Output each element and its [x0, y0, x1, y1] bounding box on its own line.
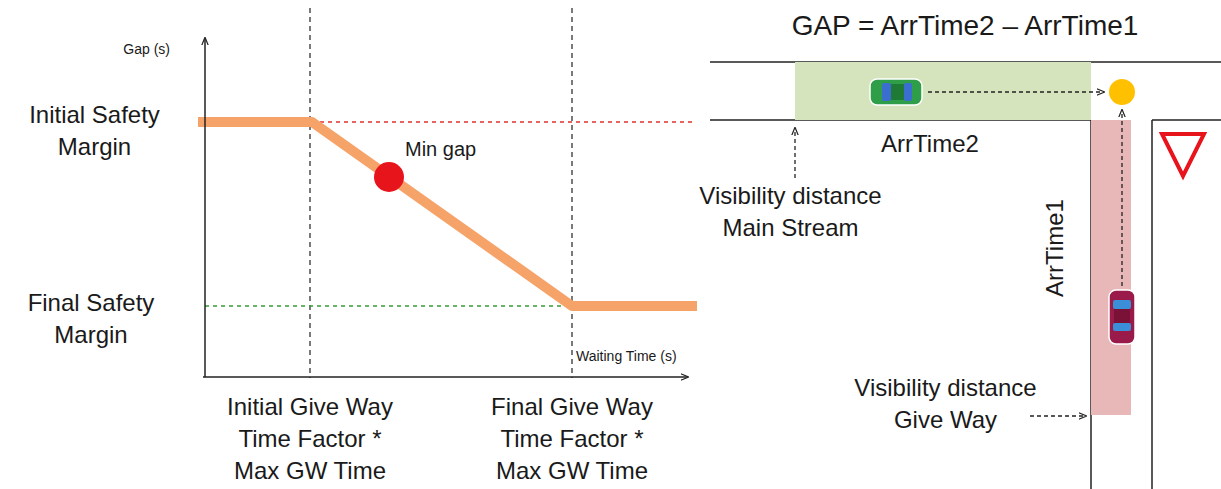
y-axis	[204, 38, 206, 377]
main-car	[870, 79, 922, 105]
visibility-label: Visibility distance Main Stream	[683, 180, 898, 244]
x-axis	[203, 376, 688, 378]
leader-arrow	[1030, 415, 1086, 416]
formula-title: GAP = ArrTime2 – ArrTime1	[745, 10, 1185, 42]
give-way-car	[1109, 290, 1135, 344]
road-band: ArrTime1	[1091, 120, 1131, 415]
road-band: ArrTime2	[795, 62, 1091, 120]
guide-line	[309, 8, 310, 378]
tick-label: Initial Give Way Time Factor * Max GW Ti…	[217, 391, 403, 487]
road-edge	[1152, 119, 1221, 121]
initial-margin-line	[312, 121, 692, 122]
conflict-point	[1109, 79, 1135, 105]
path-arrow	[928, 91, 1104, 92]
visibility-label: Visibility distance Give Way	[838, 372, 1053, 436]
axis-title: Gap (s)	[40, 40, 170, 58]
min-gap-dot	[374, 162, 404, 192]
road-edge	[1151, 120, 1153, 489]
path-arrow	[1121, 110, 1122, 286]
give-way-sign	[1162, 134, 1204, 176]
arrival-time-label: ArrTime2	[881, 130, 979, 159]
tick-label: Final Give Way Time Factor * Max GW Time	[479, 391, 665, 487]
arrival-time-label: ArrTime1	[1041, 199, 1070, 297]
gap-curve	[198, 122, 697, 306]
final-margin-line	[205, 305, 572, 306]
point-label: Min gap	[405, 136, 515, 162]
axis-title: Waiting Time (s)	[576, 347, 696, 365]
margin-label: Final Safety Margin	[2, 287, 180, 351]
margin-label: Initial Safety Margin	[2, 99, 187, 163]
leader-arrow	[794, 128, 795, 178]
guide-line	[571, 8, 572, 378]
